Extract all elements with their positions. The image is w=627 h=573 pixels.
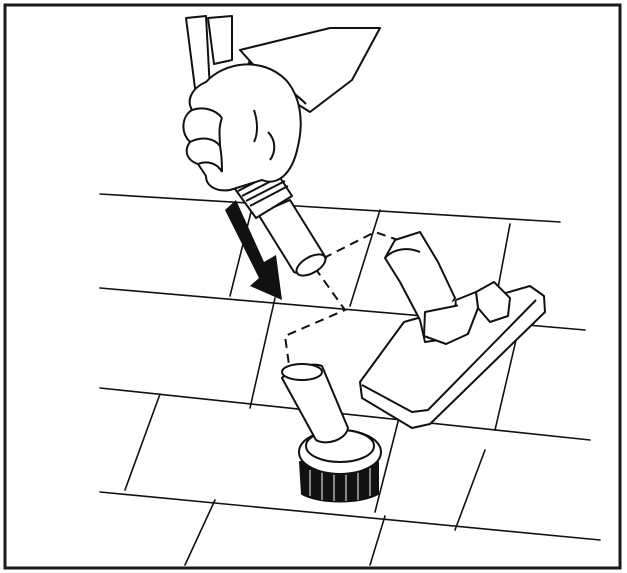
illustration-canvas xyxy=(0,0,627,573)
manual-illustration xyxy=(0,0,627,573)
